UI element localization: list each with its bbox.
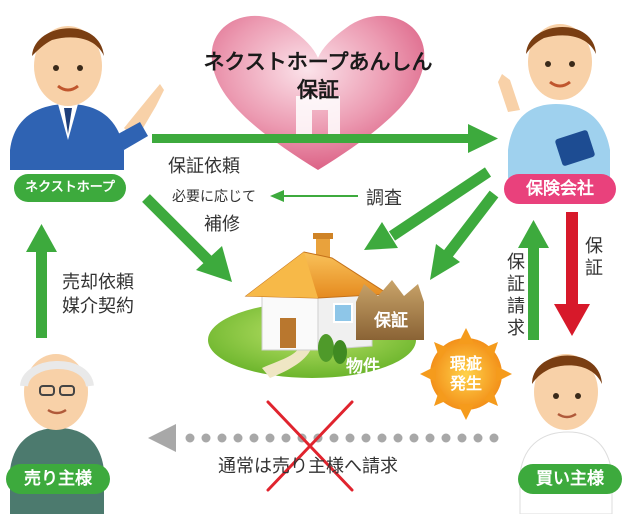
center-title-line1: ネクストホープあんしん — [203, 49, 433, 74]
sale-request-line1: 売却依頼 — [62, 272, 134, 293]
arrow-repair-thin — [270, 190, 358, 202]
warranty-label: 保証 — [585, 236, 603, 279]
arrow-request-warranty — [152, 124, 498, 153]
center-title-line2: 保証 — [297, 77, 339, 102]
warranty-claim-label: 保証請求 — [507, 252, 525, 339]
arrow-survey-2 — [430, 190, 499, 280]
insurer-badge: 保険会社 — [504, 174, 616, 204]
insurer-person-icon — [498, 24, 610, 178]
seller-badge: 売り主様 — [6, 464, 110, 494]
defect-line1: 瑕疵 — [449, 354, 482, 373]
warranty-request-label: 保証依頼 — [168, 156, 240, 177]
repair-label-line2: 補修 — [204, 214, 240, 235]
agent-person-icon — [10, 26, 164, 170]
arrow-warranty-claim — [518, 220, 549, 340]
center-title: ネクストホープあんしん 保証 — [198, 48, 438, 104]
buyer-badge: 買い主様 — [518, 464, 622, 494]
normal-claim-label: 通常は売り主様へ請求 — [218, 456, 398, 477]
crown-icon — [356, 280, 424, 340]
arrow-warranty-payout — [554, 212, 590, 336]
sale-request-line2: 媒介契約 — [62, 296, 134, 317]
survey-label: 調査 — [366, 188, 402, 209]
arrow-survey-1 — [364, 167, 492, 250]
arrow-to-property-left — [142, 194, 232, 282]
arrow-normal-claim — [148, 424, 499, 452]
heart-icon — [211, 15, 425, 171]
crown-label: 保証 — [374, 311, 408, 331]
property-label: 物件 — [346, 357, 380, 377]
sun-badge-icon — [420, 328, 512, 420]
repair-label-line1: 必要に応じて — [172, 189, 256, 205]
arrow-sale-request — [26, 224, 57, 338]
defect-line2: 発生 — [449, 374, 482, 393]
defect-badge-text: 瑕疵 発生 — [436, 354, 496, 394]
next-hope-badge: ネクストホープ — [14, 174, 126, 202]
cross-icon — [266, 400, 354, 492]
